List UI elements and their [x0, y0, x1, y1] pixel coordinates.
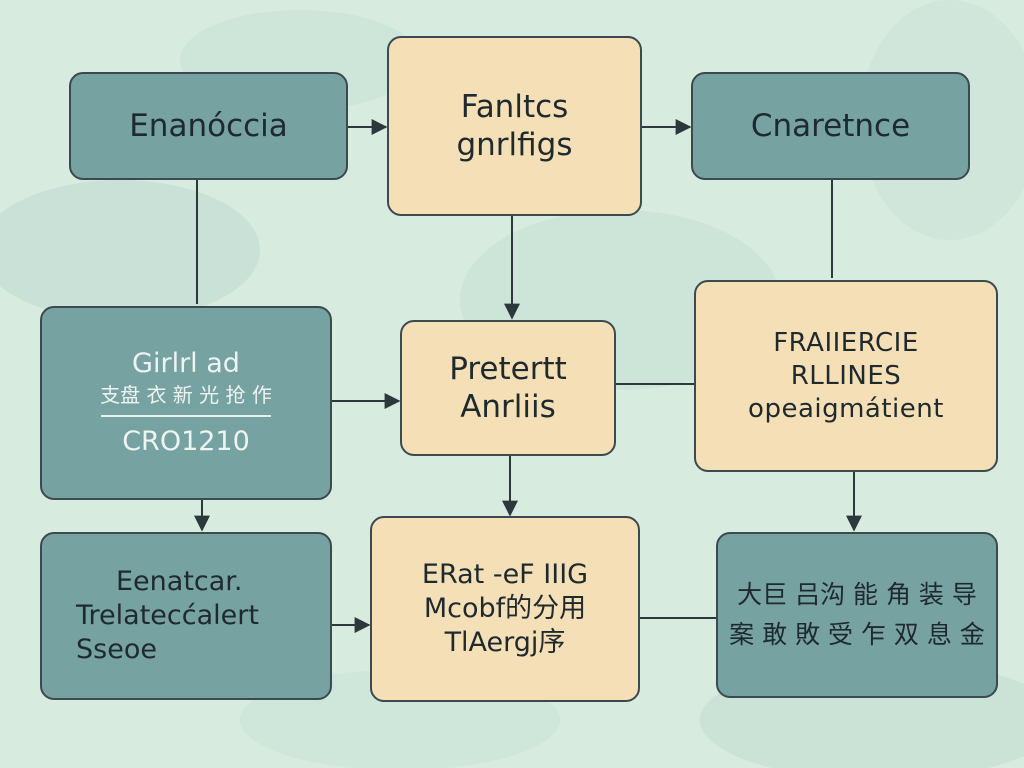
node-n4-line-2: 支盘 衣 新 光 抢 作: [100, 383, 272, 407]
node-n6[interactable]: FRAIIERCIE RLLINES opeaigmátient: [694, 280, 998, 472]
node-n3-line-1: Cnaretnce: [750, 108, 911, 144]
node-n9-line-2: 案 敢 敗 受 乍 双 息 金: [729, 620, 985, 649]
node-n1-line-1: Enanóccia: [129, 108, 288, 144]
node-n4-line-1: Girlrl ad: [132, 348, 240, 379]
node-n4-code: CRO1210: [122, 426, 250, 457]
node-n5-line-1: Pretertt: [449, 351, 567, 387]
node-n4[interactable]: Girlrl ad 支盘 衣 新 光 抢 作 CRO1210: [40, 306, 332, 500]
node-n3[interactable]: Cnaretnce: [691, 72, 970, 180]
node-n8[interactable]: ERat -eF IIIG Mcobf的分用 TlAergj序: [370, 516, 640, 702]
node-n1[interactable]: Enanóccia: [69, 72, 348, 180]
node-n9[interactable]: 大巨 吕沟 能 角 装 导 案 敢 敗 受 乍 双 息 金: [716, 532, 998, 698]
node-n2[interactable]: Fanltcs gnrlfigs: [387, 36, 642, 216]
node-n4-divider: [101, 415, 271, 417]
node-n6-line-1: FRAIIERCIE: [773, 327, 919, 358]
node-n2-line-1: Fanltcs: [460, 89, 569, 125]
node-n8-line-3: TlAergj序: [444, 627, 566, 658]
node-n9-line-1: 大巨 吕沟 能 角 装 导: [737, 580, 977, 609]
node-n7-line-2: Trelatecćalert: [76, 600, 259, 631]
node-n6-line-3: opeaigmátient: [748, 393, 944, 424]
node-n5-line-2: Anrliis: [460, 389, 556, 425]
node-n5[interactable]: Pretertt Anrliis: [400, 320, 616, 456]
node-n7-line-1: Eenatcar.: [116, 566, 243, 597]
node-n6-line-2: RLLINES: [790, 360, 902, 391]
node-n8-line-1: ERat -eF IIIG: [421, 559, 589, 590]
node-n2-line-2: gnrlfigs: [456, 127, 573, 163]
node-n8-line-2: Mcobf的分用: [423, 593, 587, 624]
node-n7-line-3: Sseoe: [76, 634, 157, 665]
node-n7[interactable]: Eenatcar. Trelatecćalert Sseoe: [40, 532, 332, 700]
